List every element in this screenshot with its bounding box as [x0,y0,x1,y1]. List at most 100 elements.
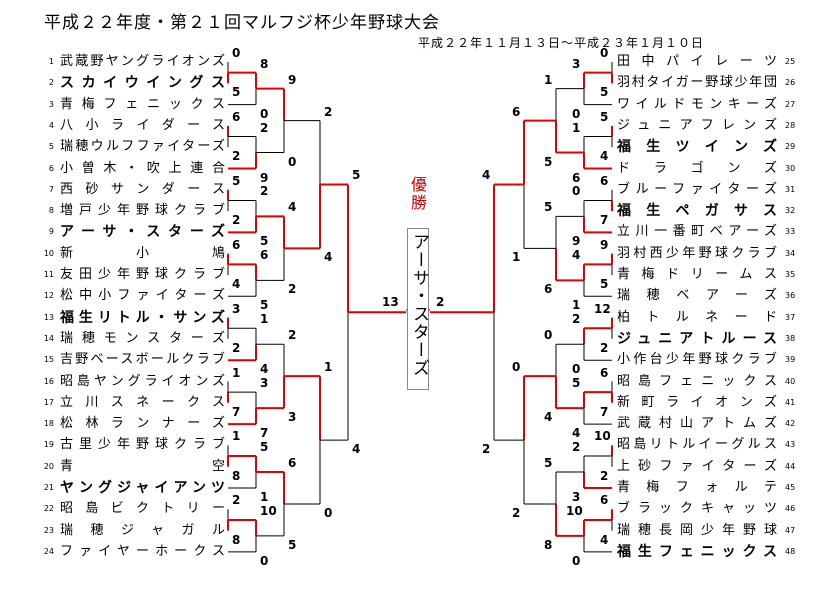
team-name: 小曽木・吹上連合 [60,160,225,176]
team-seed-number: 20 [43,461,54,471]
match-score: 12 [594,301,611,316]
team-name: ヤングジャイアンツ [60,480,225,496]
team-seed-number: 43 [785,440,796,450]
match-score: 6 [600,365,609,380]
match-score: 0 [260,553,269,568]
match-score: 5 [544,154,553,169]
team-seed-number: 15 [43,355,54,365]
team-seed-number: 11 [43,270,54,279]
match-score: 1 [572,120,581,135]
team-seed-number: 14 [43,333,54,343]
match-score: 2 [600,468,609,483]
team-seed-number: 37 [785,312,796,322]
match-score: 5 [600,85,609,100]
team-name: 福生フェニックス [617,543,777,560]
match-score: 6 [544,282,553,297]
team-name: ドラゴンズ [617,160,777,176]
team-name: ブルーファイターズ [617,181,777,197]
team-name: 小作台少年野球クラブ [617,352,777,368]
team-name: スカイウイングス [60,75,225,92]
team-name: 昭島ビクトリー [60,501,225,517]
champion-name: アーサ・スターズ [409,233,429,377]
team-name: 松林ランナーズ [60,416,225,432]
team-name: 瑞穂ウルフファイターズ [60,139,225,155]
team-seed-number: 31 [785,184,796,194]
match-score: 3 [232,301,241,316]
team-seed-number: 6 [48,163,54,173]
team-name: 武蔵村山アトムズ [617,416,777,432]
match-score: 1 [544,72,553,87]
team-name: 福生リトル・サンズ [60,309,225,326]
team-seed-number: 7 [48,184,54,194]
match-score: 5 [544,456,553,471]
team-seed-number: 2 [48,78,54,88]
match-score: 2 [260,184,269,199]
match-score: 1 [572,298,581,313]
match-score: 3 [572,490,581,504]
team-name: 瑞穂ベアーズ [617,288,777,304]
match-score: 4 [260,362,269,377]
team-seed-number: 21 [43,483,54,492]
match-score: 6 [600,493,609,508]
team-name: 新町ライオンズ [617,394,777,410]
team-name: 羽村西少年野球クラブ [617,245,777,261]
team-seed-number: 47 [785,525,796,535]
team-name: ファイヤーホークス [60,543,225,559]
match-score: 7 [600,404,609,419]
team-name: 青梅ドリームス [617,267,777,282]
team-seed-number: 24 [43,546,54,556]
match-score: 4 [288,200,297,215]
champion-label: 優勝 [410,175,427,212]
team-name: ジュニアトルース [617,330,777,347]
match-score: 2 [600,340,609,355]
team-seed-number: 26 [785,78,796,88]
final-score: 2 [436,295,445,310]
match-score: 8 [232,532,241,547]
team-name: 古里少年野球クラブ [60,437,225,453]
match-score: 2 [324,104,333,119]
team-name: ワイルドモンキーズ [617,96,777,112]
team-name: 瑞穂長岡少年野球 [617,522,777,538]
match-score: 6 [260,248,269,263]
match-score: 5 [600,109,609,124]
match-score: 1 [260,312,269,327]
match-score: 10 [566,503,583,518]
match-score: 1 [512,250,521,265]
match-score: 4 [352,442,361,457]
team-name: 友田少年野球クラブ [60,267,225,282]
match-score: 2 [572,440,581,455]
team-seed-number: 32 [785,206,796,216]
match-score: 2 [232,493,241,508]
match-score: 0 [288,154,297,169]
match-score: 4 [572,426,581,441]
match-score: 4 [600,532,609,547]
team-seed-number: 29 [785,142,796,152]
team-name: 柏トルネード [617,309,777,325]
team-seed-number: 25 [785,57,796,66]
team-name: 西砂サンダース [60,181,225,197]
match-score: 8 [544,537,553,552]
match-score: 0 [512,360,521,375]
match-score: 5 [600,277,609,291]
match-score: 5 [232,85,241,100]
match-score: 0 [324,505,333,520]
match-score: 1 [260,490,269,504]
match-score: 10 [594,429,611,444]
match-score: 0 [572,106,581,121]
match-score: 5 [572,376,581,391]
team-name: 瑞穂モンスターズ [60,330,225,346]
match-score: 6 [232,237,241,252]
team-seed-number: 10 [43,248,54,258]
match-score: 8 [232,468,241,483]
match-score: 2 [260,120,269,135]
match-score: 2 [232,340,241,355]
team-seed-number: 42 [785,419,796,429]
match-score: 7 [232,404,241,419]
team-seed-number: 45 [785,483,796,492]
team-seed-number: 46 [785,504,796,514]
team-seed-number: 35 [785,270,796,279]
match-score: 2 [232,213,241,228]
match-score: 4 [572,248,581,263]
team-name: 松中小ファイターズ [60,288,225,304]
match-score: 5 [260,440,269,455]
